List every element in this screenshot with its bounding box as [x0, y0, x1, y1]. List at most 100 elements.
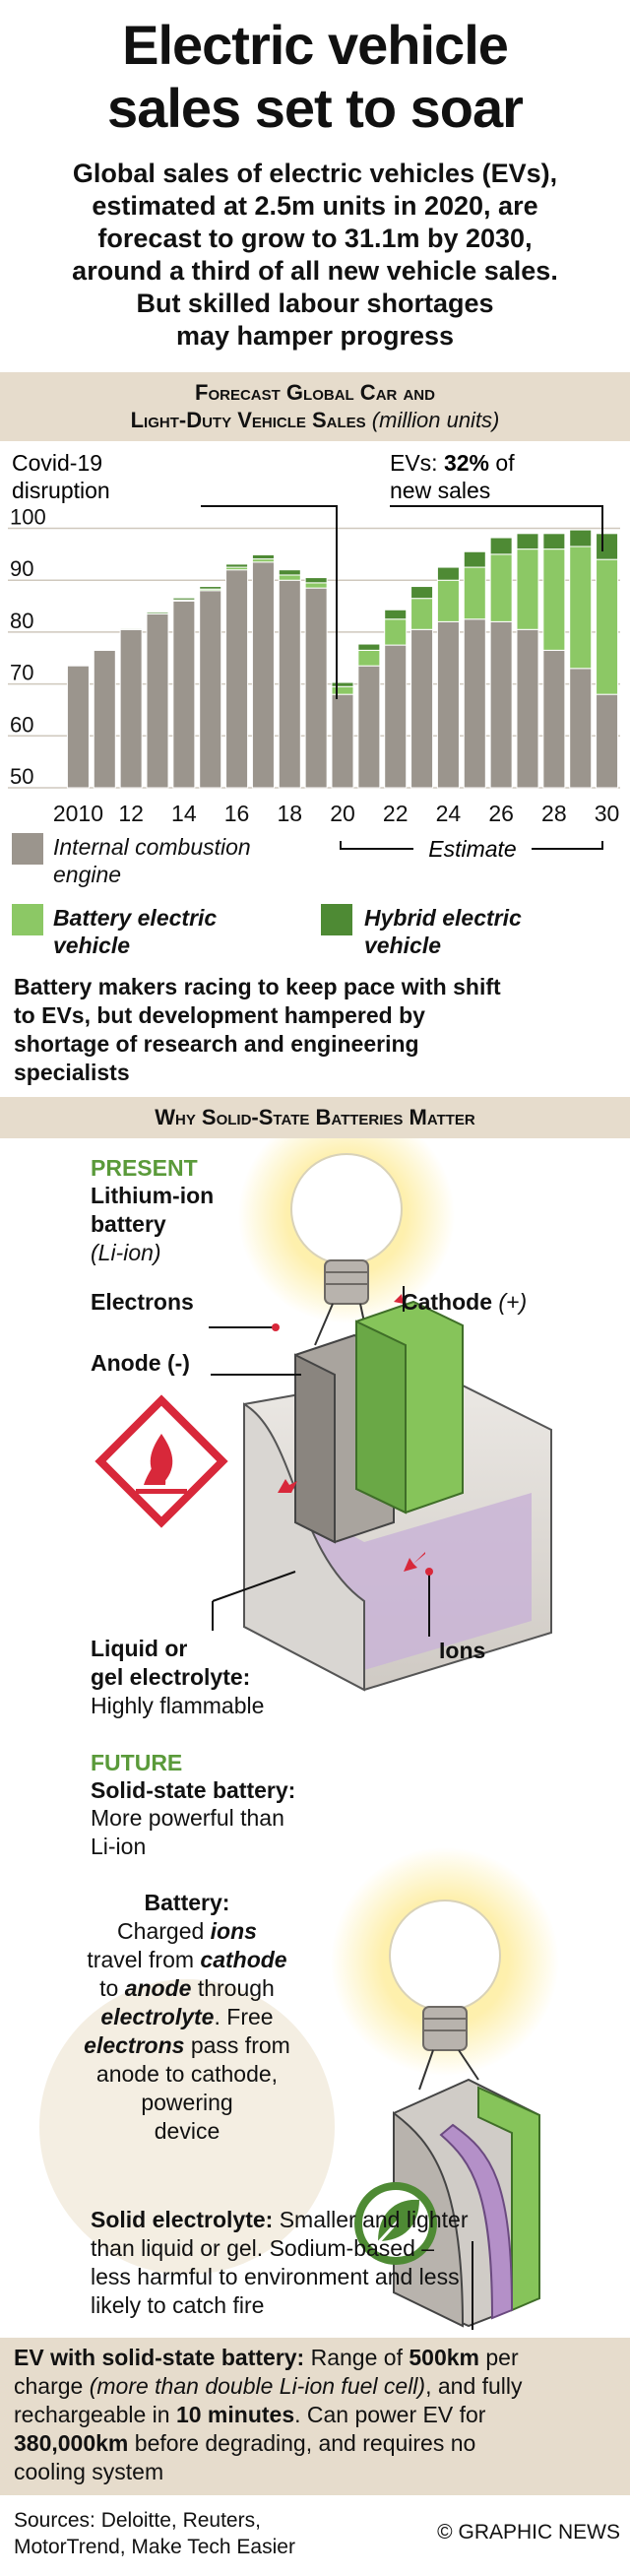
bar-ice: [119, 628, 143, 789]
solid-electrolyte-line: Smaller and lighter: [273, 2207, 469, 2232]
electron-flow-icon: [278, 1479, 297, 1493]
ev-text: cooling system: [14, 2459, 164, 2484]
bar-ice: [146, 612, 169, 789]
explainer-text: pass from: [184, 2032, 290, 2058]
bar-bev: [596, 558, 619, 695]
electron-arrow-icon: [386, 1288, 404, 1304]
bar-ice: [436, 620, 460, 789]
bar-hev: [516, 533, 539, 550]
covid-leader-line: [201, 505, 338, 699]
bar-hev: [384, 609, 408, 620]
bar-hev: [463, 550, 486, 568]
x-tick-label: 28: [541, 801, 567, 826]
explainer-text: Charged: [117, 1918, 211, 1944]
solid-electrolyte-text: Solid electrolyte: Smaller and lighter t…: [91, 2206, 622, 2320]
intro-text: Global sales of electric vehicles (EVs),…: [14, 158, 616, 353]
bar-bev: [542, 548, 566, 651]
bar-hev: [596, 533, 619, 560]
bar-hev: [146, 612, 169, 614]
bar-hev: [199, 586, 222, 590]
bar-bev: [569, 546, 593, 670]
ev-range: 500km: [409, 2345, 479, 2370]
bar-bev: [384, 618, 408, 646]
intro-line: estimated at 2.5m units in 2020, are: [92, 191, 538, 221]
legend-hev-line1: Hybrid electric: [364, 905, 522, 931]
headline-line: sales set to soar: [107, 77, 524, 139]
solid-electrolyte-label: Solid electrolyte:: [91, 2207, 274, 2232]
bar-ice: [66, 665, 90, 789]
explainer-emph: ions: [210, 1918, 257, 1944]
bar-bev: [278, 574, 301, 581]
chart-title: Forecast Global Car and: [195, 380, 435, 405]
note-line: Battery makers racing to keep pace with …: [14, 974, 501, 999]
bar-ice: [569, 668, 593, 789]
ev-text: charge: [14, 2373, 90, 2399]
chart-subtitle-text: Light-Duty Vehicle Sales: [130, 408, 366, 432]
chart-subtitle: Light-Duty Vehicle Sales (million units): [0, 408, 630, 433]
x-tick-label: 22: [383, 801, 409, 826]
future-heading: FUTURE: [91, 1750, 183, 1775]
electrons-label: Electrons: [91, 1289, 194, 1315]
bar-ice: [225, 569, 249, 789]
bar-ice: [410, 628, 434, 789]
bar-ice: [93, 649, 116, 789]
explainer-text: powering: [141, 2090, 233, 2115]
bar-ice: [278, 579, 301, 789]
anode-label: Anode (-): [91, 1350, 190, 1376]
chart-bars: [66, 529, 619, 789]
solid-electrolyte-line: than liquid or gel. Sodium-based –: [91, 2235, 435, 2261]
y-tick-label: 80: [10, 609, 33, 633]
ev-share-label-line2: new sales: [390, 478, 490, 503]
bar-hev: [489, 537, 513, 555]
legend-bev-line2: vehicle: [53, 933, 130, 958]
bar-ice: [596, 693, 619, 789]
bar-hev: [357, 643, 381, 651]
chart-title-band: [0, 372, 630, 441]
credit: © GRAPHIC NEWS: [437, 2521, 620, 2544]
ev-text: before degrading, and requires no: [128, 2430, 476, 2456]
bar-ice: [489, 620, 513, 789]
intro-line: Global sales of electric vehicles (EVs),: [72, 159, 558, 188]
bar-ice: [357, 665, 381, 789]
bar-ice: [304, 587, 328, 789]
legend-hev-line2: vehicle: [364, 933, 441, 958]
legend-bev-line1: Battery electric: [53, 905, 218, 931]
present-heading: PRESENT: [91, 1155, 198, 1181]
note-line: specialists: [14, 1060, 130, 1085]
explainer-background: [39, 1979, 335, 2275]
bar-bev: [357, 649, 381, 667]
legend-ice-line2: engine: [53, 862, 122, 887]
bar-bev: [463, 566, 486, 620]
explainer-emph: cathode: [200, 1947, 287, 1972]
bar-hev: [410, 586, 434, 600]
bar-hev: [304, 577, 328, 584]
electrolyte-desc: Highly flammable: [91, 1693, 265, 1718]
explainer-text: anode to cathode,: [95, 2061, 279, 2087]
ev-time: 10 minutes: [175, 2402, 295, 2427]
note-line: to EVs, but development hampered by: [14, 1002, 425, 1028]
chart-annotations: Covid-19 disruption EVs: 32% of new sale…: [12, 450, 603, 863]
explainer-title: Battery:: [144, 1890, 230, 1915]
li-ion-abbr: (Li-ion): [91, 1240, 161, 1265]
y-tick-label: 90: [10, 556, 33, 581]
solid-state-desc-line2: Li-ion: [91, 1834, 147, 1859]
bar-ice: [463, 618, 486, 789]
chart-unit: (million units): [371, 408, 500, 432]
x-tick-label: 30: [595, 801, 620, 826]
bar-hev: [225, 563, 249, 568]
li-ion-line2: battery: [91, 1211, 166, 1237]
x-tick-label: 16: [224, 801, 250, 826]
bar-ice: [199, 590, 222, 789]
bar-hev: [119, 627, 143, 630]
battery-section-title: Why Solid-State Batteries Matter: [155, 1105, 475, 1129]
intro-line: But skilled labour shortages: [136, 289, 494, 318]
ev-share-prefix: EVs:: [390, 450, 444, 476]
bar-ice: [251, 561, 275, 789]
flammable-warning-icon: [94, 1394, 228, 1528]
ev-share-suffix: of: [489, 450, 515, 476]
